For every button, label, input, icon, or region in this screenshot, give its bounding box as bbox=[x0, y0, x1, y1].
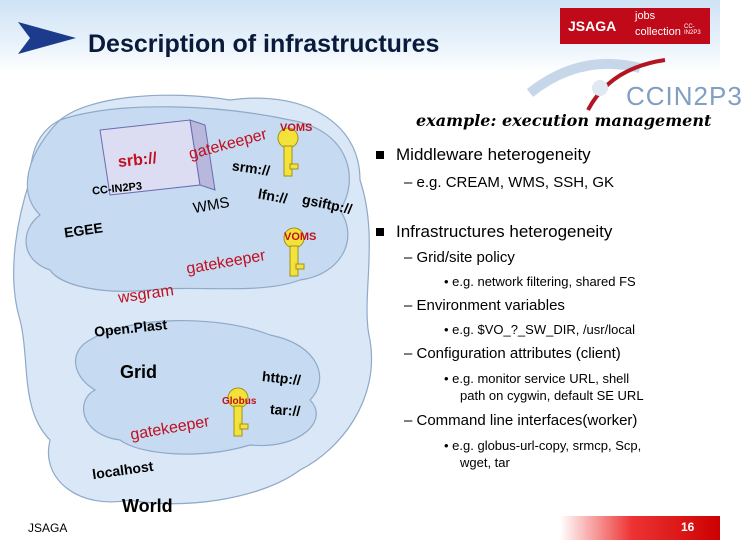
footer-bar bbox=[560, 516, 720, 540]
world-label: World bbox=[122, 496, 173, 516]
logo-collection: collection bbox=[635, 26, 681, 38]
voms-key-mid-icon bbox=[283, 227, 305, 277]
voms-key-top-icon bbox=[277, 127, 299, 177]
bullet-item: – Grid/site policy bbox=[404, 249, 515, 266]
bullet-square bbox=[376, 228, 384, 236]
bullet-item: • e.g. monitor service URL, shell bbox=[444, 371, 630, 386]
globus-label: Globus bbox=[222, 396, 257, 407]
arrow-icon bbox=[18, 22, 76, 54]
infrastructure-diagram bbox=[13, 94, 372, 505]
bullet-item: wget, tar bbox=[460, 455, 510, 470]
globus-key-icon bbox=[227, 387, 249, 437]
bullet-item: – Configuration attributes (client) bbox=[404, 345, 621, 362]
ccin2p3-logo-graphic bbox=[526, 58, 666, 111]
grid-label: Grid bbox=[120, 362, 158, 382]
slide-title: Description of infrastructures bbox=[88, 30, 440, 58]
ccin2p3-logo-text: CCIN2P3 bbox=[626, 81, 743, 111]
jsaga-logo: JSAGA jobs collection CC-IN2P3 bbox=[560, 8, 710, 44]
page-number: 16 bbox=[681, 520, 695, 534]
bullet-item: – e.g. CREAM, WMS, SSH, GK bbox=[404, 174, 615, 191]
footer-label: JSAGA bbox=[28, 521, 68, 535]
bullet-square bbox=[376, 151, 384, 159]
logo-name: JSAGA bbox=[568, 18, 617, 34]
tar-label: tar:// bbox=[269, 400, 301, 420]
bullet-item: path on cygwin, default SE URL bbox=[460, 388, 644, 403]
bullet-item: • e.g. network filtering, shared FS bbox=[444, 274, 636, 289]
logo-jobs: jobs bbox=[635, 10, 656, 22]
bullet-item: • e.g. globus-url-copy, srmcp, Scp, bbox=[444, 438, 642, 453]
bullet-item: • e.g. $VO_?_SW_DIR, /usr/local bbox=[444, 322, 635, 337]
logo-small: CC-IN2P3 bbox=[684, 24, 701, 36]
bullet-item: – Environment variables bbox=[404, 297, 565, 314]
bullet-item: – Command line interfaces(worker) bbox=[404, 412, 638, 429]
voms-top-label: VOMS bbox=[280, 122, 313, 134]
bullet-item: Infrastructures heterogeneity bbox=[396, 222, 613, 241]
voms-mid-label: VOMS bbox=[284, 231, 317, 243]
bullet-item: Middleware heterogeneity bbox=[396, 145, 591, 164]
example-caption: example: execution management bbox=[416, 111, 712, 130]
